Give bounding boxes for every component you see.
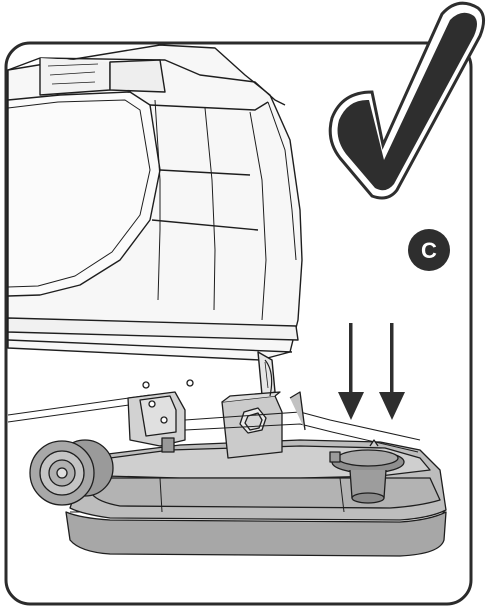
step-marker <box>408 229 450 271</box>
step-marker-label: C <box>421 238 437 263</box>
machine-body <box>7 44 303 423</box>
checkmark-icon <box>328 1 485 200</box>
brush-deck-assembly <box>65 359 447 557</box>
down-arrow-icon <box>379 323 405 420</box>
deck-wheel <box>29 439 114 506</box>
down-arrow-icon <box>338 323 364 420</box>
